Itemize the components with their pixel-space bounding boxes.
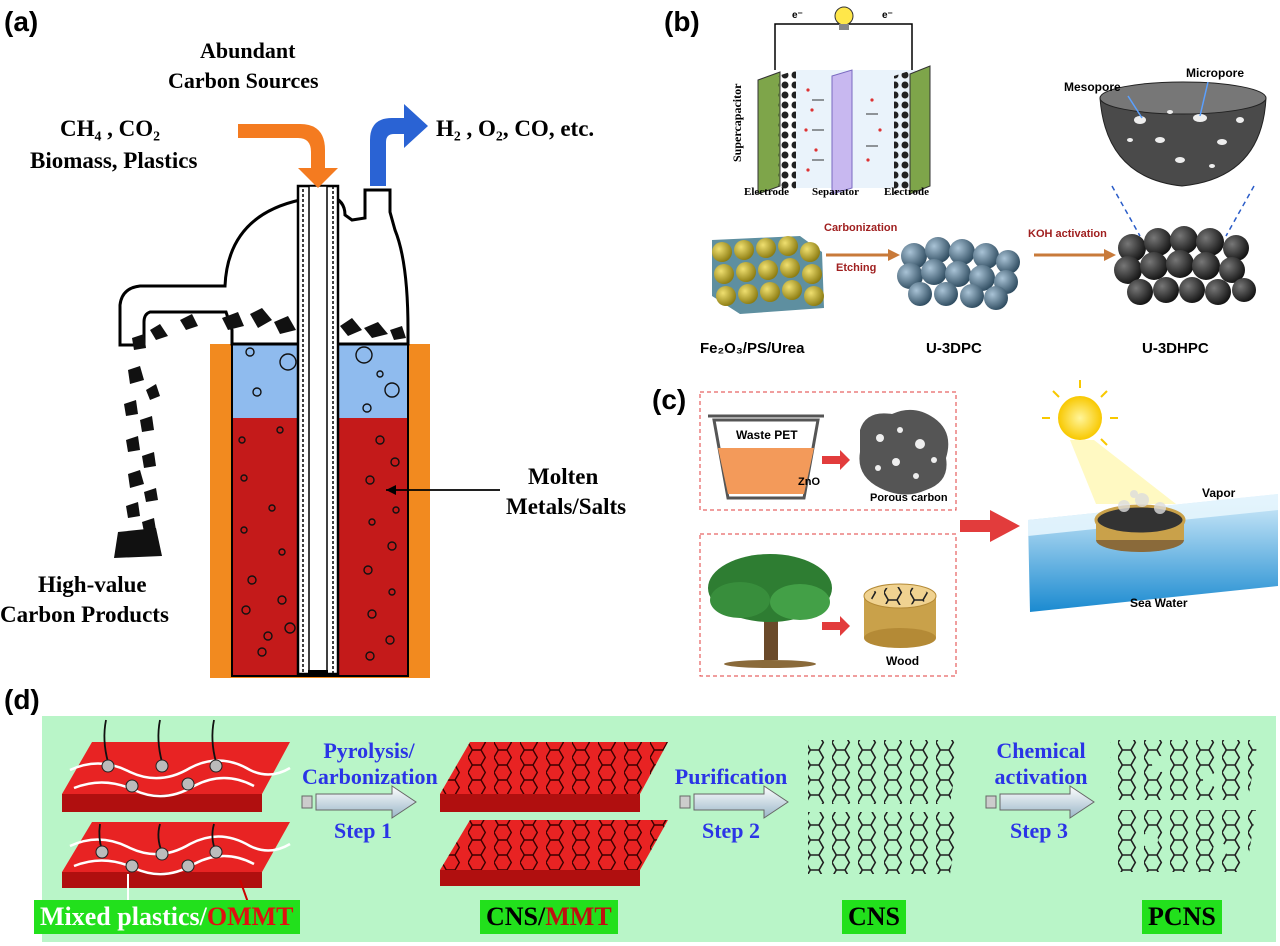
product-label-2: Carbon Products [0, 602, 169, 627]
panel-b-diagram [712, 6, 1267, 314]
mesopore-label: Mesopore [1064, 80, 1121, 94]
step3-text-line2: activation [994, 764, 1088, 789]
sources-title-1: Abundant [200, 38, 296, 63]
material-1-label: Fe₂O₃/PS/Urea [700, 340, 805, 357]
lightbulb-icon [834, 6, 854, 26]
step3-text: Chemical activation [974, 738, 1108, 790]
ommt-text: OMMT [206, 902, 294, 931]
separator-label: Separator [812, 186, 860, 198]
wood-cylinder [863, 583, 937, 648]
u-3dhpc-structure [1114, 226, 1256, 305]
panel-c-label: (c) [652, 384, 687, 415]
step1-label: Step 1 [333, 818, 393, 843]
mmt-text: MMT [545, 902, 612, 931]
falling-carbon-particles [114, 366, 162, 558]
carbonization-label: Carbonization [824, 222, 898, 234]
carbon-debris [132, 308, 406, 350]
sea-water-label: Sea Water [1130, 596, 1188, 610]
cns-mmt-label: CNS/MMT [480, 900, 618, 934]
electron-left: e⁻ [792, 10, 803, 21]
feed-line-2: Biomass, Plastics [30, 148, 198, 173]
panel-b-label: (b) [664, 6, 700, 37]
wood-label: Wood [886, 654, 920, 668]
panel-d-diagram [42, 716, 1276, 942]
etching-label: Etching [836, 262, 877, 274]
waste-pet-label: Waste PET [736, 428, 798, 442]
panel-a-label: (a) [4, 6, 39, 37]
step-arrows [301, 785, 1095, 819]
mixed-plastics-ommt-label: Mixed plastics/OMMT [34, 900, 300, 934]
step2-text: Purification [674, 764, 788, 789]
porous-carbon-blob [859, 409, 949, 495]
bubbles [238, 346, 400, 661]
pcns-sheets [1110, 740, 1258, 872]
panel-a-diagram [114, 104, 500, 678]
evaporator-disk [1094, 504, 1186, 536]
electrode-right [894, 70, 912, 194]
panel-d-label: (d) [4, 684, 40, 715]
koh-activation-label: KOH activation [1028, 228, 1107, 240]
panel-c-diagram [699, 380, 1278, 677]
step1-text-line1: Pyrolysis/ [323, 738, 415, 763]
electron-right: e⁻ [882, 10, 893, 21]
feed-line-1: CH₄ , CO₂ [60, 116, 161, 141]
molten-label-1: Molten [528, 464, 599, 489]
pcns-label: PCNS [1142, 900, 1222, 934]
to-evaporator-arrow [960, 510, 1020, 542]
sources-title-2: Carbon Sources [168, 68, 319, 93]
u-3dpc-structure [897, 237, 1020, 310]
sun-icon [1058, 396, 1102, 440]
separator [831, 69, 853, 195]
product-label-1: High-value [38, 572, 147, 597]
molten-label-2: Metals/Salts [506, 494, 627, 519]
gas-outlet-arrow [370, 104, 428, 186]
fe2o3-ps-urea-cube [712, 236, 824, 314]
electrode-left [778, 70, 796, 194]
carbon-feed-arrow [238, 124, 338, 188]
zno-label: ZnO [798, 476, 820, 488]
step3-text-line1: Chemical [996, 738, 1086, 763]
micropore-label: Micropore [1186, 66, 1245, 80]
step1-text-line2: Carbonization [302, 764, 438, 789]
cns-mmt-sheets [440, 742, 668, 886]
step2-label: Step 2 [701, 818, 761, 843]
step1-text: Pyrolysis/ Carbonization [302, 738, 438, 790]
porous-carbon-label: Porous carbon [870, 492, 948, 504]
ommt-sheets [62, 719, 291, 912]
cns-sheets [808, 740, 960, 874]
electrode-left-label: Electrode [744, 186, 790, 198]
supercapacitor-label: Supercapacitor [730, 83, 744, 162]
electrode-right-label: Electrode [884, 186, 930, 198]
tree-icon [708, 554, 832, 668]
material-2-label: U-3DPC [926, 340, 982, 357]
vapor-label: Vapor [1202, 486, 1236, 500]
material-3-label: U-3DHPC [1142, 340, 1209, 357]
mixed-plastics-text: Mixed plastics/ [40, 902, 207, 931]
step3-label: Step 3 [1009, 818, 1069, 843]
cns-text: CNS/ [486, 902, 546, 931]
cns-label: CNS [842, 900, 907, 934]
gas-products: H₂ , O₂, CO, etc. [436, 116, 595, 141]
